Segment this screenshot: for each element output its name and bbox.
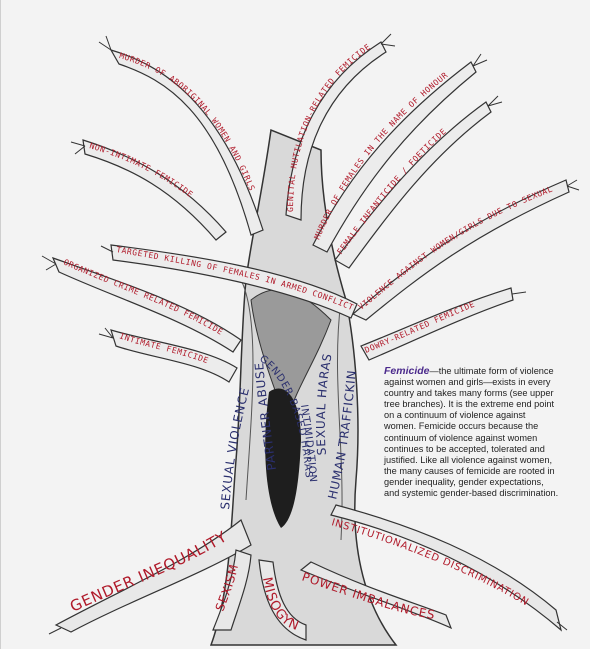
- caption-body: —the ultimate form of violence against w…: [384, 366, 558, 498]
- femicide-caption: Femicide—the ultimate form of violence a…: [384, 366, 559, 499]
- caption-lead: Femicide: [384, 365, 430, 377]
- root-label-gender-inequality: GENDER INEQUALITY: [67, 527, 230, 615]
